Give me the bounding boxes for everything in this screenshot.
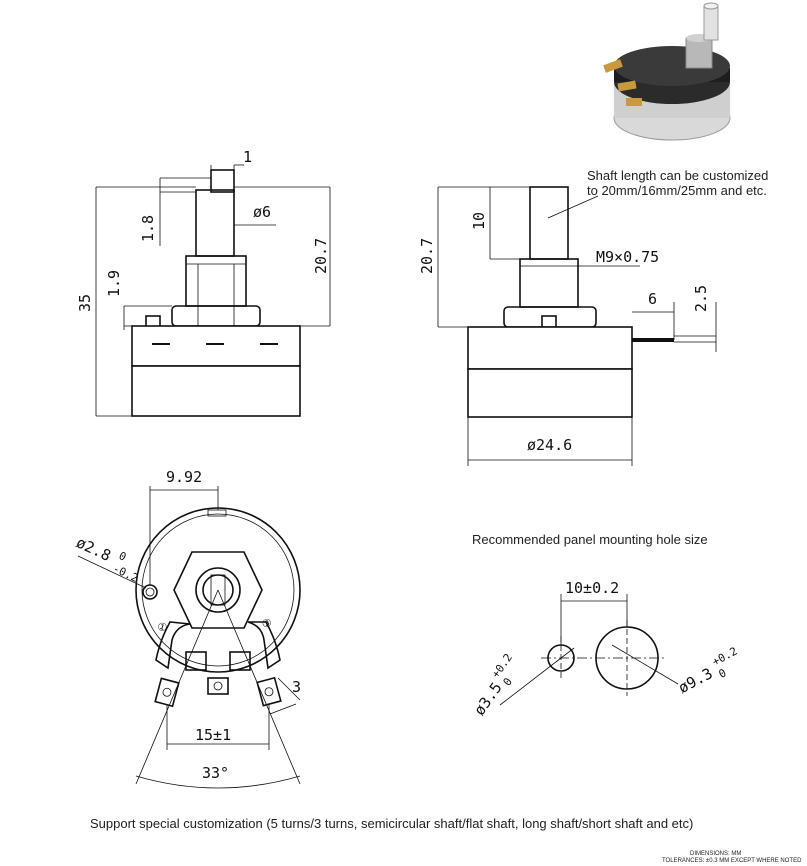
front-view: [95, 164, 331, 417]
dim-panel-large-group: ø9.3 +0.2 0: [675, 645, 740, 697]
units-note: DIMENSIONS: MM: [690, 851, 741, 857]
dim-terminal-angle: 33°: [202, 764, 229, 782]
dim-height-right: 20.7: [418, 238, 436, 274]
dim-terminal-height: 2.5: [692, 285, 710, 312]
side-view: [437, 186, 717, 466]
dim-pin-hole-tol-lower: -0.2: [111, 562, 141, 585]
panel-title: Recommended panel mounting hole size: [472, 532, 708, 547]
dim-terminal-width-bottom: 3: [292, 678, 301, 696]
bottom-view: ① ③: [77, 486, 301, 789]
dim-shaft-tip: 1.8: [139, 215, 157, 242]
dim-panel-small-group: ø3.5 +0.2 0: [470, 651, 515, 719]
tolerance-note: TOLERANCES: ±0.3 MM EXCEPT WHERE NOTED: [662, 858, 802, 864]
dim-pin-hole: ø2.8: [73, 533, 113, 565]
dim-body-dia: ø24.6: [527, 436, 572, 454]
dim-shaft-dia: ø6: [253, 203, 271, 221]
dim-total-height: 35: [76, 294, 94, 312]
dim-bottom-offset: 9.92: [166, 468, 202, 486]
panel-hole-diagram: [499, 594, 679, 706]
dim-shaft-length: 10: [470, 212, 488, 230]
dim-panel-small-hole: ø3.5: [470, 679, 505, 719]
dim-shaft-flat: 1: [243, 148, 252, 166]
dim-panel-spacing: 10±0.2: [565, 579, 619, 597]
shaft-note-line2: to 20mm/16mm/25mm and etc.: [587, 183, 767, 198]
dim-panel-large-tol-upper: +0.2: [710, 645, 740, 669]
dim-panel-large-hole: ø9.3: [675, 664, 715, 697]
dim-height-left: 20.7: [312, 238, 330, 274]
dim-terminal-spacing: 15±1: [195, 726, 231, 744]
support-note: Support special customization (5 turns/3…: [90, 816, 693, 831]
dim-bushing-offset: 1.9: [105, 270, 123, 297]
svg-text:③: ③: [260, 616, 274, 632]
dim-pin-hole-tol-upper: 0: [117, 549, 128, 564]
svg-text:①: ①: [155, 620, 169, 636]
dim-terminal-width: 6: [648, 290, 657, 308]
dim-thread: M9×0.75: [596, 248, 659, 266]
dim-panel-small-tol-upper: +0.2: [489, 651, 515, 680]
dim-panel-large-tol-lower: 0: [717, 666, 729, 681]
dim-panel-small-tol-lower: 0: [501, 675, 515, 688]
product-photo: [603, 2, 731, 141]
shaft-note-line1: Shaft length can be customized: [587, 168, 768, 183]
